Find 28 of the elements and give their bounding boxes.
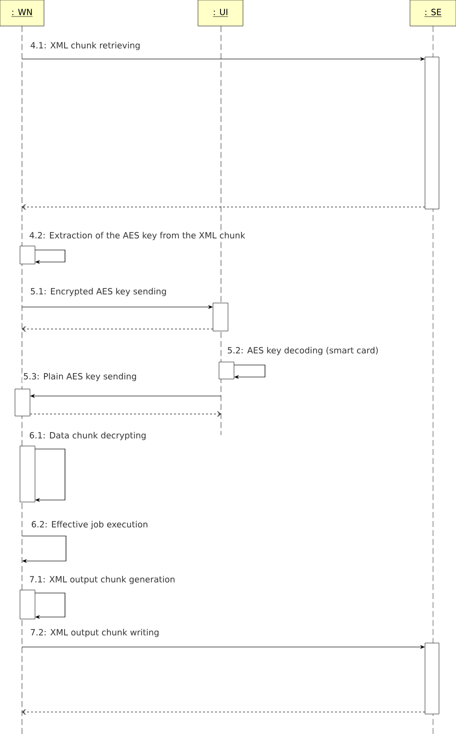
edge-label: 7.2: XML output chunk writing	[29, 628, 160, 638]
edge-label: 6.1: Data chunk decrypting	[28, 430, 148, 442]
return-arrow	[22, 326, 214, 332]
edge-label: 4.1: XML chunk retrieving	[29, 40, 142, 52]
activation-bar	[20, 590, 36, 620]
activation-bar	[424, 56, 440, 210]
object-head: : WN	[0, 0, 44, 26]
edge-label: 4.2: Extraction of the AES key from the XML chunk	[28, 230, 246, 242]
self-message-arrow	[34, 592, 66, 620]
return-arrow	[30, 411, 221, 417]
return-arrow	[22, 204, 426, 210]
activation-bar	[20, 446, 36, 502]
activation-bar	[14, 388, 30, 416]
edge-label: 5.3: Plain AES key sending	[22, 372, 138, 382]
activation-bar	[218, 362, 234, 380]
self-message-arrow	[34, 250, 66, 264]
activation-bar	[424, 642, 440, 714]
self-message-arrow	[234, 364, 266, 380]
object-head: : UI	[198, 0, 244, 26]
activation-bar	[212, 302, 228, 332]
activation-bar	[20, 246, 36, 264]
object-head: : SE	[410, 0, 456, 26]
return-arrow	[22, 709, 426, 715]
edge-label: 5.2: AES key decoding (smart card)	[226, 346, 380, 356]
self-message-arrow	[34, 448, 66, 502]
message-label: 6.2: Effective job execution	[30, 520, 150, 530]
edge-label: 5.1: Encrypted AES key sending	[29, 286, 168, 298]
edge-label: 7.1: XML output chunk generation	[28, 574, 176, 586]
